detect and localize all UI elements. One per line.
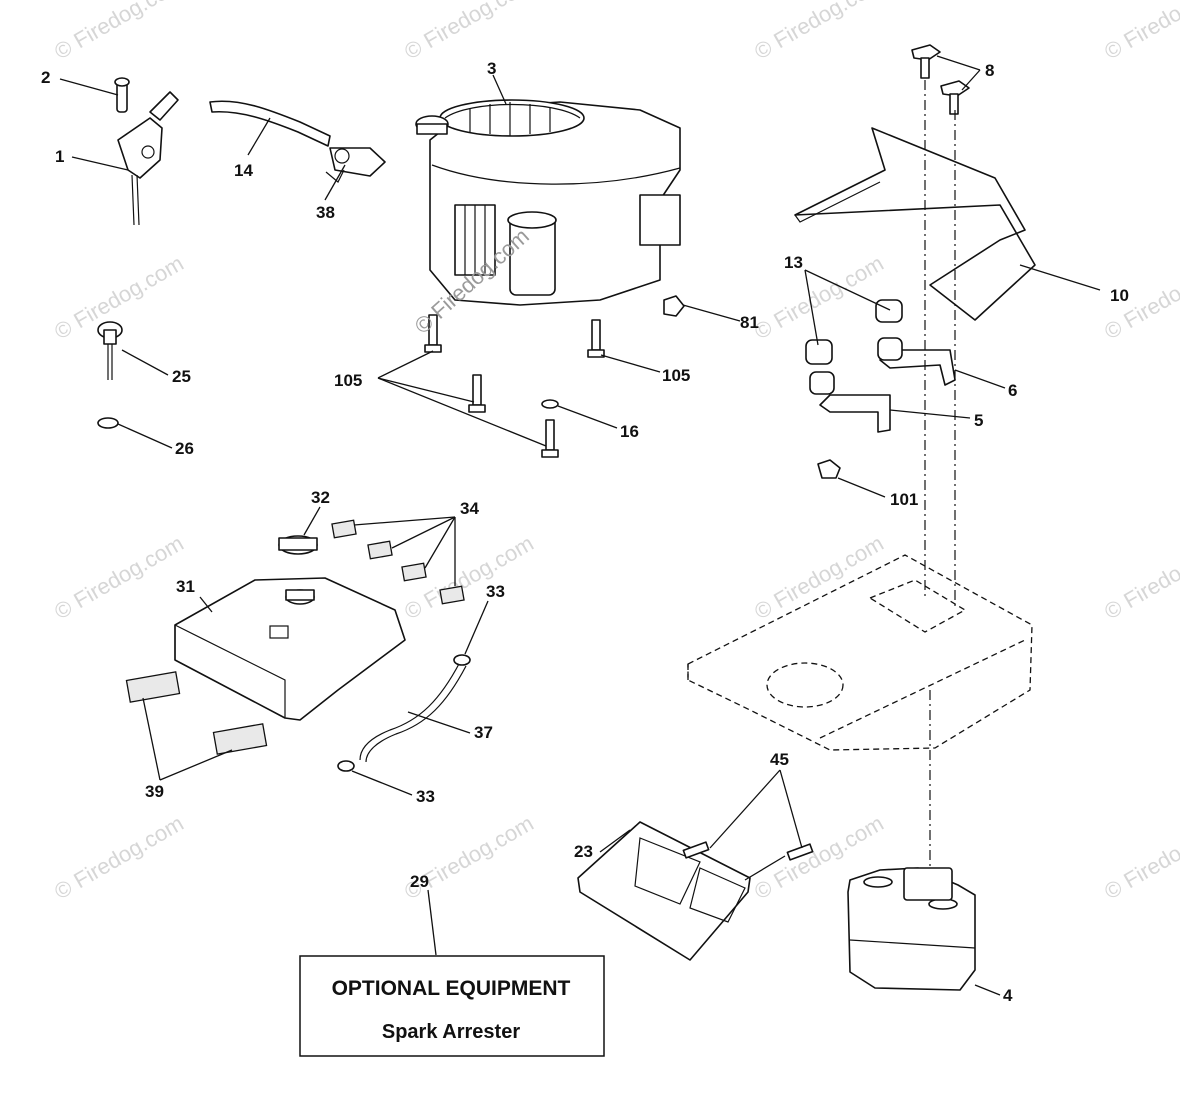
heat-guard (577, 821, 814, 961)
callout-labels: 2 1 3 14 38 8 10 13 6 5 101 81 105 105 1… (41, 59, 1129, 1005)
callout-13: 13 (784, 253, 803, 272)
callout-3: 3 (487, 59, 496, 78)
callout-105: 105 (334, 371, 362, 390)
watermark: © Firedog.com (1100, 810, 1180, 904)
watermark: © Firedog.com (750, 530, 888, 624)
callout-29: 29 (410, 872, 429, 891)
callout-8: 8 (985, 61, 994, 80)
callout-33: 33 (416, 787, 435, 806)
callout-34: 34 (460, 499, 479, 518)
callout-32: 32 (311, 488, 330, 507)
throttle-control (114, 77, 179, 226)
fuel-tank (174, 535, 406, 721)
callout-4: 4 (1003, 986, 1013, 1005)
leader-lines (59, 55, 1101, 996)
fuel-line (209, 100, 386, 183)
watermark: © Firedog.com (50, 530, 188, 624)
optional-equipment-title: OPTIONAL EQUIPMENT (332, 977, 571, 1000)
callout-33: 33 (486, 582, 505, 601)
spark-arrester-label: Spark Arrester (382, 1021, 520, 1043)
fuel-hose (337, 654, 471, 772)
callout-105: 105 (662, 366, 690, 385)
callout-23: 23 (574, 842, 593, 861)
foam-pads (125, 519, 465, 755)
watermark: © Firedog.com (1100, 530, 1180, 624)
callout-45: 45 (770, 750, 789, 769)
callout-5: 5 (974, 411, 983, 430)
watermark: © Firedog.com (1100, 0, 1180, 64)
callout-6: 6 (1008, 381, 1017, 400)
callout-38: 38 (316, 203, 335, 222)
callout-39: 39 (145, 782, 164, 801)
watermark: © Firedog.com (50, 810, 188, 904)
callout-14: 14 (234, 161, 253, 180)
callout-26: 26 (175, 439, 194, 458)
callout-81: 81 (740, 313, 759, 332)
callout-2: 2 (41, 68, 50, 87)
callout-37: 37 (474, 723, 493, 742)
engine (415, 99, 681, 306)
callout-1: 1 (55, 147, 64, 166)
callout-101: 101 (890, 490, 918, 509)
callout-10: 10 (1110, 286, 1129, 305)
callout-31: 31 (176, 577, 195, 596)
muffler (847, 867, 976, 991)
mower-frame (687, 80, 1033, 880)
heat-shield (794, 127, 1036, 321)
exhaust-pipes (805, 299, 956, 479)
choke-knob (97, 321, 123, 429)
watermark: © Firedog.com (750, 0, 888, 64)
watermark: © Firedog.com (750, 250, 888, 344)
watermark: © Firedog.com (50, 0, 188, 64)
shield-bolts (911, 44, 970, 115)
engine-bolts (424, 295, 685, 458)
callout-16: 16 (620, 422, 639, 441)
callout-25: 25 (172, 367, 191, 386)
optional-equipment-box: OPTIONAL EQUIPMENT Spark Arrester (299, 955, 605, 1057)
watermark: © Firedog.com (400, 0, 538, 64)
